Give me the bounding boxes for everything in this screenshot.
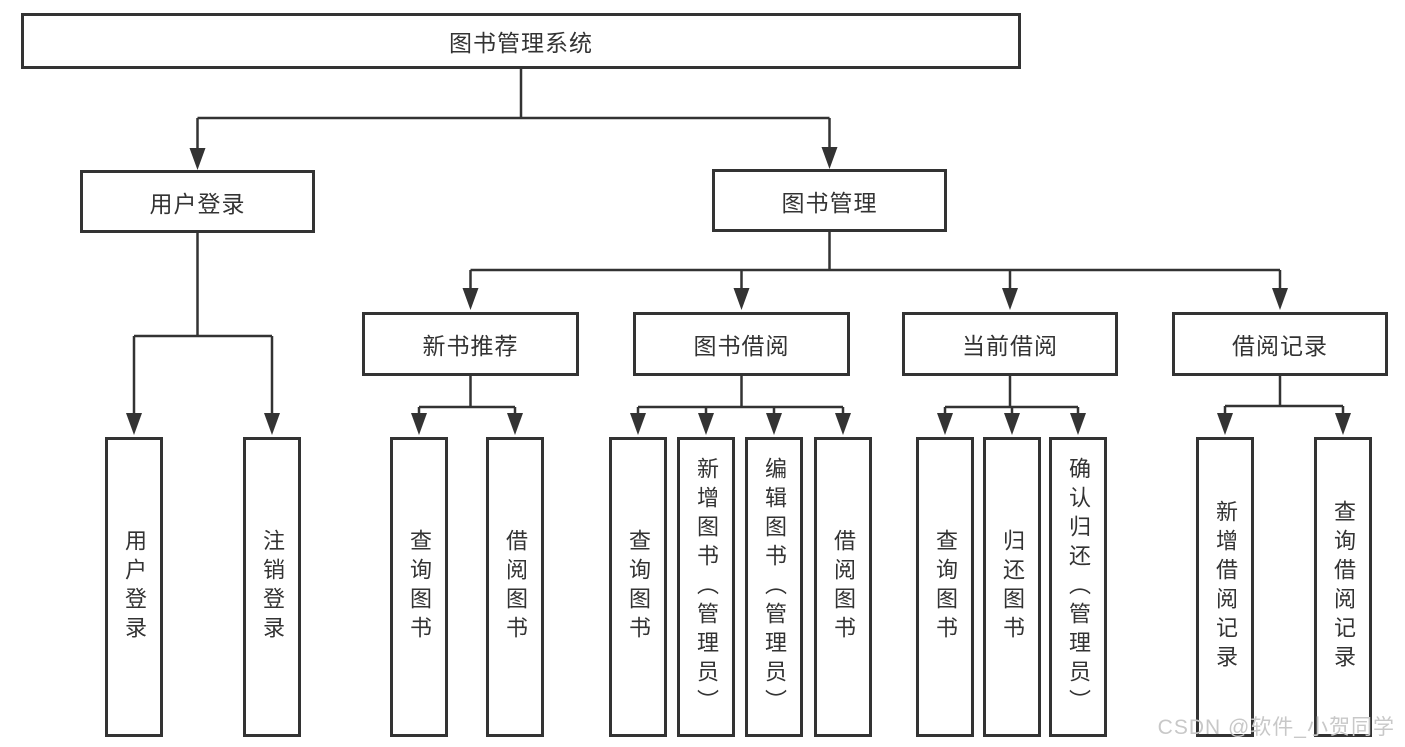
node-current-borrowing: 当前借阅 <box>902 312 1118 376</box>
node-label: 图书管理 <box>781 189 878 216</box>
leaf-label: 编辑图书（管理员） <box>762 456 787 718</box>
leaf-label: 查询图书 <box>626 529 651 645</box>
leaf-add-borrow-record: 新增借阅记录 <box>1196 437 1254 737</box>
leaf-add-books-admin: 新增图书（管理员） <box>677 437 735 737</box>
connector-borrow-records-to-leaves <box>1217 376 1351 435</box>
node-label: 用户登录 <box>149 190 246 217</box>
arrowhead-icon <box>411 413 427 435</box>
leaf-label: 新增借阅记录 <box>1213 500 1238 674</box>
connector-root-to-level2 <box>189 69 838 170</box>
leaf-return-books: 归还图书 <box>983 437 1041 737</box>
connector-line <box>469 232 1282 290</box>
connector-line <box>417 376 517 415</box>
arrowhead-icon <box>507 413 523 435</box>
arrowhead-icon <box>264 413 280 435</box>
connector-line <box>943 376 1080 415</box>
connector-current-borrow-to-leaves <box>937 376 1086 435</box>
leaf-label: 查询图书 <box>933 529 958 645</box>
arrowhead-icon <box>1272 288 1288 310</box>
connector-user-login-to-leaves <box>126 233 280 435</box>
node-user-login: 用户登录 <box>80 170 315 233</box>
arrowhead-icon <box>698 413 714 435</box>
node-label: 新书推荐 <box>422 333 519 359</box>
arrowhead-icon <box>937 413 953 435</box>
leaf-label: 查询借阅记录 <box>1331 500 1356 674</box>
arrowhead-icon <box>1070 413 1086 435</box>
leaf-label: 用户登录 <box>122 529 147 645</box>
arrowhead-icon <box>1004 413 1020 435</box>
leaf-query-borrow-record: 查询借阅记录 <box>1314 437 1372 737</box>
node-label: 借阅记录 <box>1232 333 1328 359</box>
arrowhead-icon <box>821 147 838 169</box>
leaf-label: 注销登录 <box>260 529 285 645</box>
connector-line <box>196 69 831 150</box>
arrowhead-icon <box>835 413 851 435</box>
leaf-query-books-recommend: 查询图书 <box>390 437 448 737</box>
leaf-label: 新增图书（管理员） <box>694 456 719 718</box>
leaf-label: 确认归还（管理员） <box>1066 456 1091 718</box>
leaf-edit-books-admin: 编辑图书（管理员） <box>745 437 803 737</box>
connector-book-mgmt-to-level3 <box>462 232 1288 310</box>
node-book-management: 图书管理 <box>712 169 947 232</box>
node-borrowing-records: 借阅记录 <box>1172 312 1388 376</box>
arrowhead-icon <box>462 288 479 310</box>
arrowhead-icon <box>189 148 206 170</box>
arrowhead-icon <box>733 288 750 310</box>
leaf-borrow-books-recommend: 借阅图书 <box>486 437 544 737</box>
node-label: 图书借阅 <box>693 333 790 359</box>
node-new-book-recommend: 新书推荐 <box>362 312 579 376</box>
connector-new-book-to-leaves <box>411 376 523 435</box>
leaf-query-books-current: 查询图书 <box>916 437 974 737</box>
arrowhead-icon <box>630 413 646 435</box>
node-book-borrowing: 图书借阅 <box>633 312 850 376</box>
arrowhead-icon <box>1217 413 1233 435</box>
leaf-label: 归还图书 <box>1000 529 1025 645</box>
leaf-label: 借阅图书 <box>503 529 528 645</box>
leaf-label: 查询图书 <box>407 529 432 645</box>
node-label: 图书管理系统 <box>449 30 593 56</box>
node-library-system: 图书管理系统 <box>21 13 1021 69</box>
arrowhead-icon <box>1002 288 1018 310</box>
csdn-watermark: CSDN @软件_小贺同学 <box>1157 716 1395 739</box>
leaf-user-login: 用户登录 <box>105 437 163 737</box>
leaf-query-books-borrow: 查询图书 <box>609 437 667 737</box>
arrowhead-icon <box>126 413 142 435</box>
arrowhead-icon <box>1335 413 1351 435</box>
connector-book-borrow-to-leaves <box>630 376 851 435</box>
leaf-logout: 注销登录 <box>243 437 301 737</box>
leaf-label: 借阅图书 <box>831 529 856 645</box>
connector-line <box>132 233 274 415</box>
node-label: 当前借阅 <box>962 333 1058 359</box>
arrowhead-icon <box>766 413 782 435</box>
connector-line <box>636 376 845 415</box>
leaf-confirm-return-admin: 确认归还（管理员） <box>1049 437 1107 737</box>
leaf-borrow-books: 借阅图书 <box>814 437 872 737</box>
connector-line <box>1223 376 1345 415</box>
